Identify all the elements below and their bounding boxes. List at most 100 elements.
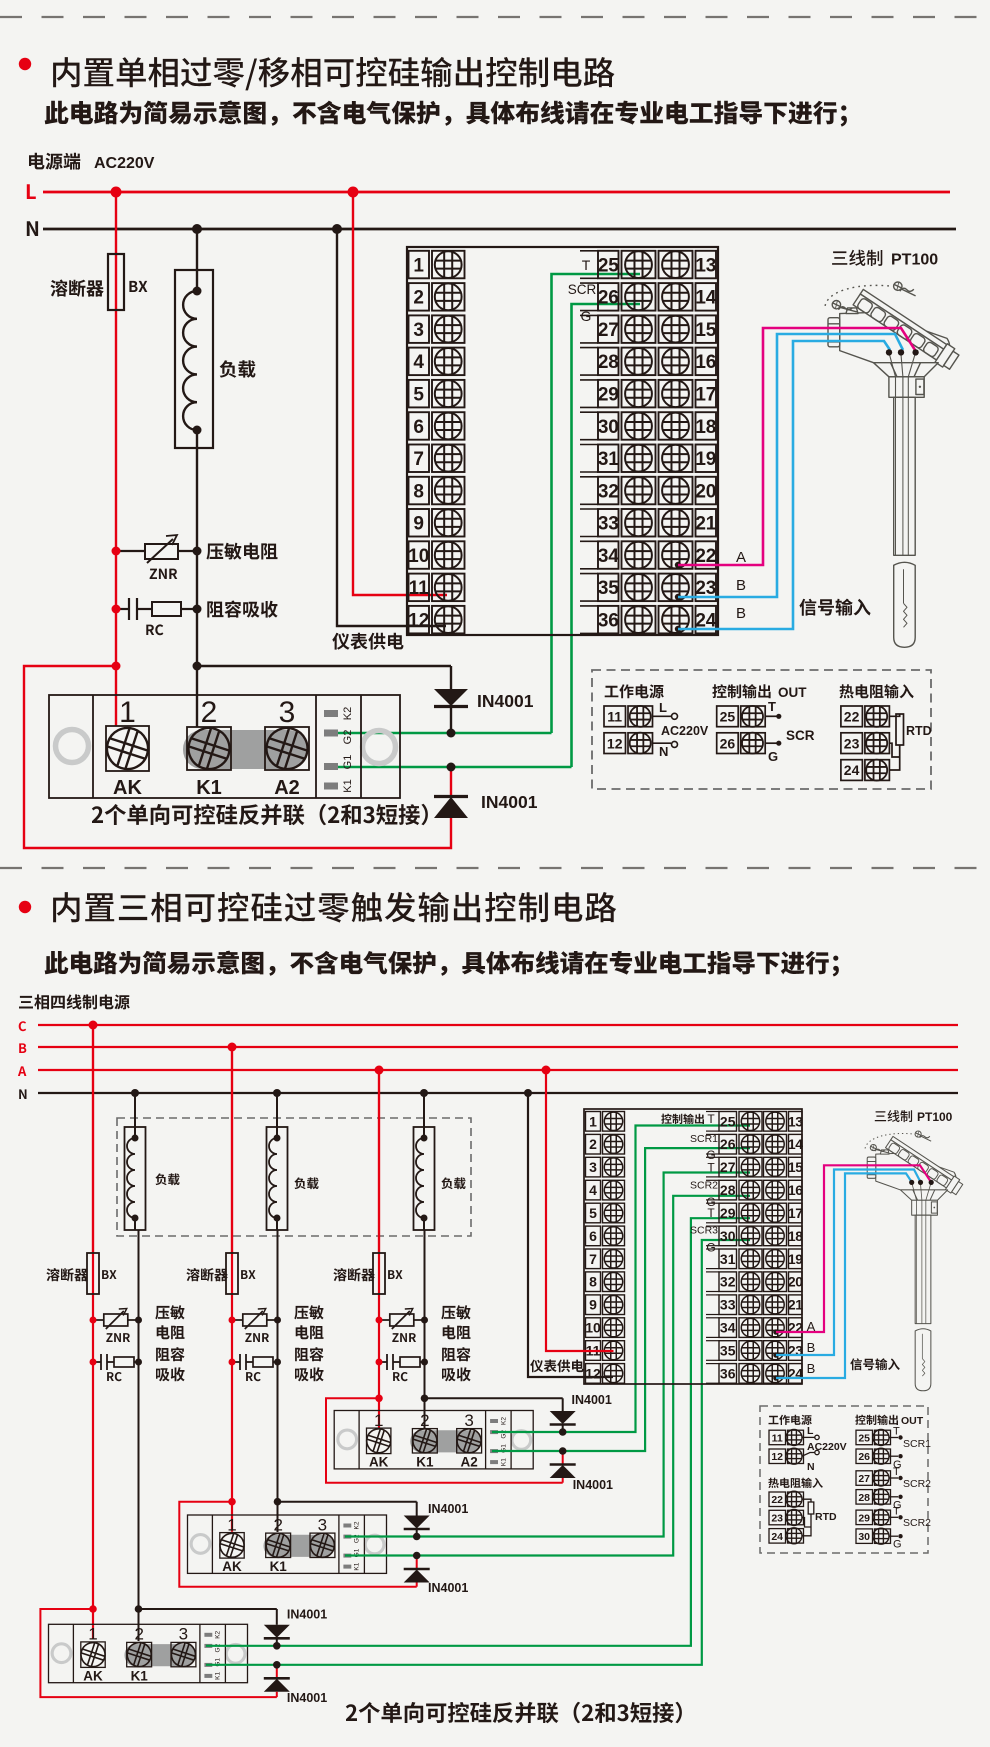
svg-text:33: 33 [598, 514, 619, 535]
svg-text:19: 19 [788, 1251, 803, 1267]
svg-text:16: 16 [788, 1182, 803, 1198]
svg-text:29: 29 [720, 1205, 736, 1221]
svg-text:K2: K2 [500, 1417, 507, 1425]
svg-text:SCR1: SCR1 [690, 1133, 718, 1145]
svg-text:4: 4 [589, 1182, 597, 1198]
svg-text:32: 32 [720, 1274, 736, 1290]
svg-text:PT100: PT100 [917, 1110, 953, 1124]
svg-text:3: 3 [464, 1411, 473, 1430]
svg-text:G: G [706, 1241, 715, 1255]
svg-text:25: 25 [720, 1113, 736, 1129]
svg-text:12: 12 [408, 610, 429, 631]
svg-text:11: 11 [409, 578, 430, 599]
svg-text:SCR3: SCR3 [690, 1225, 718, 1237]
svg-text:3: 3 [318, 1515, 327, 1534]
svg-text:K1: K1 [416, 1455, 434, 1470]
svg-text:K1: K1 [270, 1559, 288, 1574]
svg-text:11: 11 [607, 709, 622, 725]
svg-text:T: T [893, 1466, 900, 1478]
svg-text:K1: K1 [354, 1562, 361, 1570]
svg-text:PT100: PT100 [891, 252, 938, 269]
svg-text:G: G [706, 1195, 715, 1209]
svg-text:1: 1 [88, 1625, 97, 1644]
svg-text:G1: G1 [215, 1658, 222, 1667]
svg-text:29: 29 [858, 1512, 870, 1524]
svg-text:10: 10 [408, 546, 429, 567]
svg-text:AK: AK [113, 777, 142, 799]
svg-text:G1: G1 [342, 755, 354, 770]
svg-text:33: 33 [720, 1297, 736, 1313]
svg-text:2: 2 [589, 1136, 597, 1152]
svg-text:15: 15 [695, 320, 716, 341]
svg-text:5: 5 [589, 1205, 597, 1221]
svg-text:12: 12 [607, 735, 623, 751]
svg-text:34: 34 [598, 546, 619, 567]
svg-text:3: 3 [179, 1625, 188, 1644]
svg-text:10: 10 [585, 1320, 601, 1336]
svg-text:35: 35 [720, 1343, 736, 1359]
svg-text:7: 7 [589, 1251, 597, 1267]
svg-text:RTD: RTD [906, 724, 932, 738]
svg-text:28: 28 [720, 1182, 736, 1198]
svg-text:22: 22 [844, 709, 860, 725]
svg-text:31: 31 [598, 449, 619, 470]
svg-text:1: 1 [589, 1113, 597, 1129]
svg-text:35: 35 [598, 578, 619, 599]
svg-text:K1: K1 [131, 1668, 149, 1683]
svg-text:9: 9 [589, 1297, 597, 1313]
svg-text:G: G [706, 1148, 715, 1162]
svg-text:IN4001: IN4001 [572, 1393, 612, 1407]
svg-text:OUT: OUT [778, 685, 807, 700]
svg-text:2: 2 [420, 1411, 429, 1430]
svg-text:36: 36 [598, 610, 619, 631]
svg-text:L: L [807, 1425, 814, 1437]
svg-text:34: 34 [720, 1320, 736, 1336]
svg-text:20: 20 [695, 481, 716, 502]
svg-text:K1: K1 [215, 1672, 222, 1680]
svg-text:29: 29 [598, 385, 619, 406]
svg-text:T: T [707, 1161, 715, 1175]
svg-text:B: B [807, 1361, 816, 1376]
svg-text:28: 28 [598, 352, 619, 373]
svg-text:N: N [659, 744, 668, 759]
svg-text:IN4001: IN4001 [573, 1478, 613, 1492]
svg-text:13: 13 [695, 255, 716, 276]
svg-text:G1: G1 [354, 1548, 361, 1557]
svg-text:SCR1: SCR1 [903, 1438, 931, 1450]
svg-text:K1: K1 [196, 777, 222, 799]
svg-text:SCR2: SCR2 [903, 1478, 931, 1490]
svg-text:2: 2 [273, 1515, 282, 1534]
svg-text:24: 24 [695, 610, 716, 631]
svg-text:26: 26 [598, 288, 619, 309]
svg-text:B: B [736, 605, 746, 622]
svg-text:IN4001: IN4001 [428, 1502, 468, 1516]
svg-text:A2: A2 [460, 1455, 477, 1470]
svg-text:IN4001: IN4001 [287, 1691, 327, 1705]
svg-text:32: 32 [598, 481, 619, 502]
svg-text:G2: G2 [342, 730, 354, 745]
svg-text:30: 30 [858, 1531, 870, 1543]
svg-text:13: 13 [788, 1113, 803, 1129]
svg-text:IN4001: IN4001 [287, 1608, 327, 1622]
svg-text:K2: K2 [342, 707, 354, 720]
svg-text:B: B [736, 577, 746, 594]
svg-text:1: 1 [413, 255, 424, 276]
svg-text:27: 27 [598, 320, 619, 341]
svg-text:27: 27 [720, 1159, 736, 1175]
svg-text:1: 1 [374, 1411, 383, 1430]
svg-text:25: 25 [858, 1432, 870, 1444]
svg-text:6: 6 [589, 1228, 597, 1244]
svg-text:22: 22 [695, 546, 716, 567]
svg-text:6: 6 [413, 417, 424, 438]
svg-text:AK: AK [222, 1559, 242, 1574]
svg-text:2: 2 [413, 288, 424, 309]
svg-text:1: 1 [119, 696, 136, 729]
svg-text:1: 1 [227, 1515, 236, 1534]
svg-text:IN4001: IN4001 [428, 1581, 468, 1595]
svg-text:IN4001: IN4001 [477, 691, 534, 711]
svg-text:N: N [807, 1461, 815, 1473]
svg-text:18: 18 [788, 1228, 803, 1244]
svg-text:12: 12 [771, 1451, 783, 1463]
svg-text:K1: K1 [342, 779, 354, 792]
svg-text:2: 2 [134, 1625, 143, 1644]
